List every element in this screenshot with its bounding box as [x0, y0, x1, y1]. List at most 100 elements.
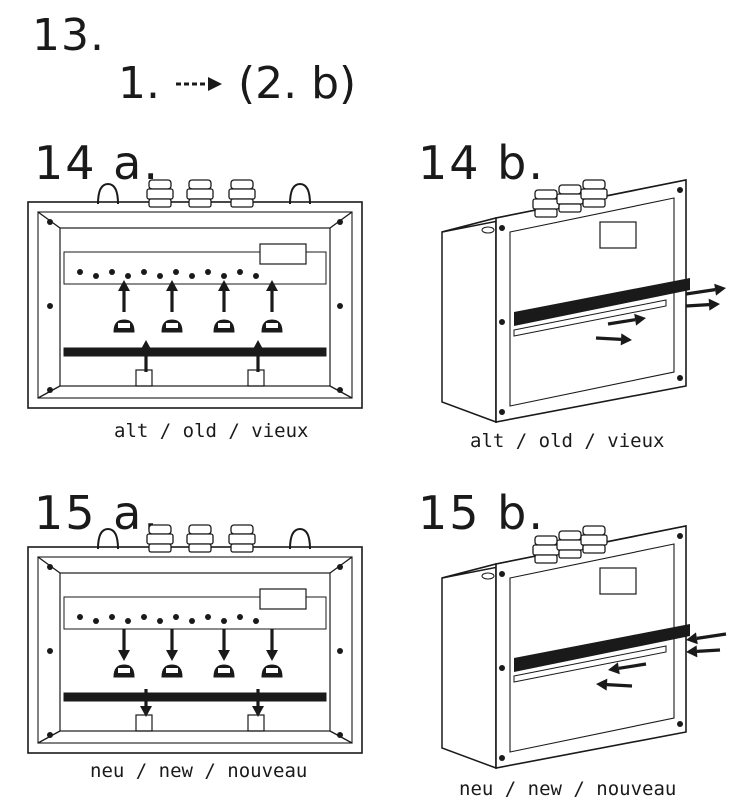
enclosure-perspective-view-old — [441, 179, 726, 424]
sequence-from: 1. — [118, 58, 160, 109]
hole-dot — [173, 614, 179, 620]
mounting-clip-3 — [213, 664, 235, 678]
enclosure-front-view-new — [27, 524, 363, 754]
hole-dot — [221, 618, 227, 624]
arrow-clip-2 — [166, 280, 178, 312]
hole-dot — [141, 614, 147, 620]
arrow-rail-1 — [140, 340, 152, 372]
caption-14a: alt / old / vieux — [114, 420, 309, 442]
mounting-clip-4 — [261, 319, 283, 333]
arrow-3 — [608, 662, 647, 675]
frame-screw — [499, 409, 505, 415]
din-rail — [514, 624, 690, 672]
hole-dot — [109, 269, 115, 275]
arrow-clip-1 — [118, 280, 130, 312]
mounting-clip-3 — [213, 319, 235, 333]
caption-14b: alt / old / vieux — [470, 430, 665, 452]
frame-screw — [499, 755, 505, 761]
enclosure-opening — [59, 227, 331, 387]
frame-screw — [337, 219, 343, 225]
enclosure-side — [441, 217, 497, 424]
cable-gland-2 — [556, 184, 584, 213]
arrow-2 — [685, 298, 720, 311]
caption-15a: neu / new / nouveau — [90, 760, 308, 782]
dashed-arrow-right-icon — [175, 77, 222, 91]
frame-screw — [337, 303, 343, 309]
mounting-clip-1 — [113, 664, 135, 678]
enclosure-opening — [59, 572, 331, 732]
arrow-4 — [595, 333, 632, 346]
terminal-block — [599, 567, 637, 595]
hole-dot — [125, 618, 131, 624]
lifting-eye-left — [97, 182, 119, 205]
hole-dot — [93, 618, 99, 624]
lower-block-right — [247, 369, 265, 387]
hole-dot — [189, 618, 195, 624]
lower-block-right — [247, 714, 265, 732]
mounting-clip-1 — [113, 319, 135, 333]
cable-gland-1 — [146, 524, 174, 553]
arrow-rail-1 — [140, 689, 152, 717]
mounting-clip-2 — [161, 319, 183, 333]
step-number: 13. — [32, 10, 105, 61]
arrow-clip-4 — [266, 629, 278, 661]
arrow-clip-2 — [166, 629, 178, 661]
frame-screw — [499, 571, 505, 577]
hole-dot — [173, 269, 179, 275]
terminal-block — [259, 243, 307, 265]
hole-dot — [93, 273, 99, 279]
hole-dot — [237, 614, 243, 620]
cable-gland-2 — [186, 524, 214, 553]
cable-gland-2 — [186, 179, 214, 208]
panel-label-14a: 14 a. — [34, 136, 160, 190]
top-plug — [481, 572, 495, 580]
hole-dot — [205, 269, 211, 275]
hole-dot — [221, 273, 227, 279]
mounting-plate-upper — [63, 596, 327, 630]
frame-screw — [677, 629, 683, 635]
hole-dot — [189, 273, 195, 279]
hole-dot — [77, 269, 83, 275]
arrow-2 — [686, 645, 721, 658]
panel-label-15b: 15 b. — [418, 486, 545, 540]
lifting-eye-right — [289, 182, 311, 205]
lifting-eye-right — [289, 527, 311, 550]
frame-screw — [47, 219, 53, 225]
frame-screw — [677, 283, 683, 289]
rail-lower-edge — [513, 299, 667, 337]
arrow-clip-1 — [118, 629, 130, 661]
frame-screw — [677, 721, 683, 727]
arrow-1 — [685, 283, 726, 296]
lower-block-left — [135, 369, 153, 387]
frame-screw — [337, 732, 343, 738]
frame-screw — [499, 665, 505, 671]
cable-gland-2 — [556, 530, 584, 559]
cable-gland-3 — [228, 524, 256, 553]
frame-screw — [47, 303, 53, 309]
panel-label-15a: 15 a. — [34, 486, 160, 540]
cable-gland-1 — [532, 535, 560, 564]
enclosure-perspective-view-new — [441, 525, 727, 770]
hole-dot — [125, 273, 131, 279]
hole-dot — [77, 614, 83, 620]
arrow-1 — [686, 632, 727, 645]
hole-dot — [237, 269, 243, 275]
enclosure-frame-inner — [37, 556, 353, 744]
mounting-clip-2 — [161, 664, 183, 678]
lower-block-left — [135, 714, 153, 732]
frame-screw — [499, 225, 505, 231]
frame-screw — [47, 732, 53, 738]
enclosure-opening — [509, 197, 675, 407]
mounting-clip-4 — [261, 664, 283, 678]
din-rail — [63, 347, 327, 357]
frame-screw — [677, 187, 683, 193]
panel-label-14b: 14 b. — [418, 136, 545, 190]
cable-gland-3 — [228, 179, 256, 208]
arrow-clip-4 — [266, 280, 278, 312]
sequence-to: (2. b) — [237, 58, 357, 109]
hole-dot — [205, 614, 211, 620]
arrow-rail-2 — [252, 340, 264, 372]
lifting-eye-left — [97, 527, 119, 550]
arrow-clip-3 — [218, 280, 230, 312]
arrow-3 — [607, 313, 646, 326]
